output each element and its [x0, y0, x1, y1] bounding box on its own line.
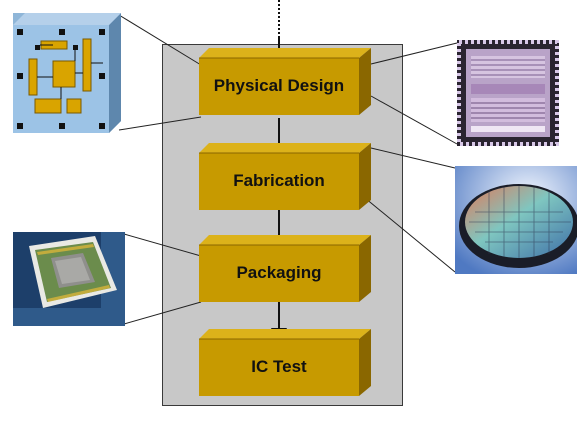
step-box-shape: [199, 235, 371, 302]
leader-layout-bottom: [118, 116, 202, 131]
leader-wafer-bottom: [364, 197, 456, 273]
leader-die-top: [370, 42, 458, 65]
step-label: IC Test: [251, 357, 307, 376]
die-micrograph-image: [457, 40, 559, 146]
chip-layout-icon: [13, 13, 121, 133]
leader-package-top: [123, 233, 202, 257]
packaged-chip-image: [13, 232, 125, 326]
step-ic-test: IC Test: [199, 329, 371, 396]
step-packaging: Packaging: [199, 235, 371, 302]
leader-die-bottom: [370, 95, 458, 145]
step-label: Physical Design: [213, 76, 345, 95]
leader-package-bottom: [123, 301, 202, 325]
leader-layout-top: [118, 14, 202, 66]
step-label: Packaging: [236, 263, 322, 282]
step-label: Fabrication: [233, 171, 325, 190]
step-box-shape: [199, 143, 371, 210]
step-box-shape: [199, 329, 371, 396]
step-box-shape: [199, 48, 371, 115]
wafer-image: [455, 166, 577, 274]
step-physical-design: Physical Design: [199, 48, 371, 115]
step-fabrication: Fabrication: [199, 143, 371, 210]
leader-wafer-top: [370, 147, 456, 169]
